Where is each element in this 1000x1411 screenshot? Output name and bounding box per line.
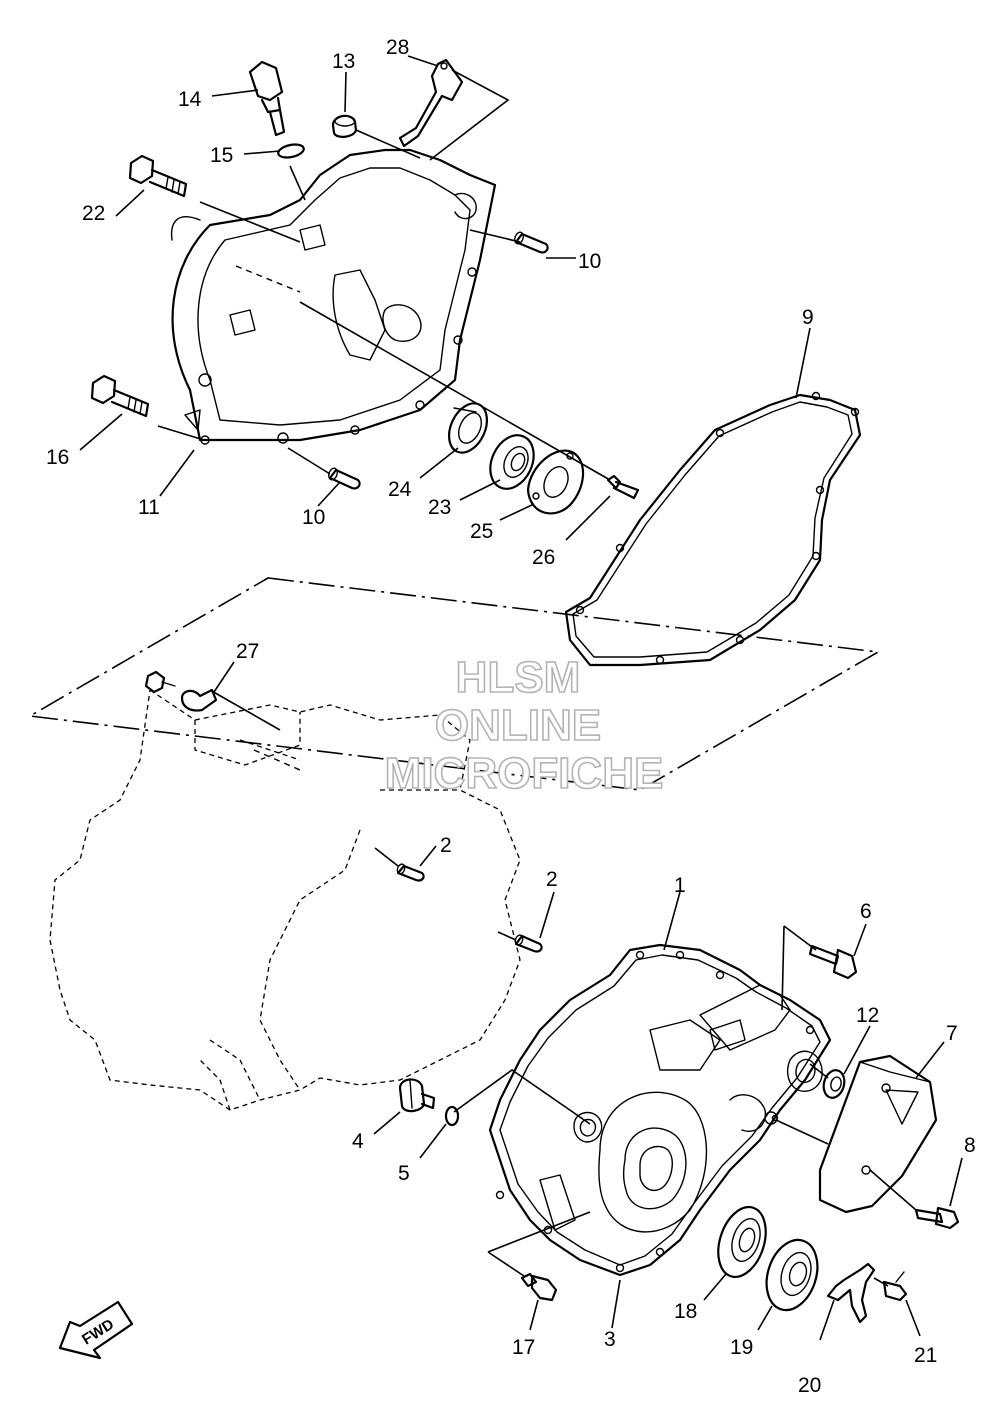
callout-leaders [79,55,963,1341]
callout-10-lower: 10 [302,506,325,529]
retaining-plate [826,1262,876,1324]
watermark-line-2: ONLINE [435,701,601,750]
callout-17: 17 [512,1336,535,1359]
crankcase-cover-left [170,148,497,445]
fwd-label: FWD [79,1316,117,1349]
callout-2-b: 2 [546,868,558,891]
drain-plug [398,1078,436,1113]
callout-8: 8 [964,1134,976,1157]
callout-23: 23 [428,496,451,519]
callout-9: 9 [802,306,814,329]
callout-27: 27 [236,640,259,663]
callout-10-upper: 10 [578,250,601,273]
flange-bolt [808,944,858,980]
callout-3: 3 [604,1328,616,1351]
oil-filler-plug [248,60,286,137]
plate-screw [882,1271,908,1302]
o-ring [277,143,305,159]
callout-6: 6 [860,900,872,923]
callout-2-a: 2 [440,834,452,857]
callout-22: 22 [82,202,105,225]
dowel-pin-crankcase-2 [514,934,543,953]
oil-seal [447,402,489,454]
bolt-long-upper [128,154,188,198]
callout-7: 7 [946,1022,958,1045]
callout-13: 13 [332,50,355,73]
callout-15: 15 [210,144,233,167]
protector-cover [818,1054,938,1214]
callout-numbers: 28 13 14 15 22 10 9 16 24 11 23 10 25 26… [46,36,976,1397]
forward-direction-badge: FWD [58,1300,134,1360]
watermark-line-3: MICROFICHE [385,749,664,798]
watermark-line-1: HLSM [456,653,581,702]
crank-bearing [717,1205,767,1279]
callout-24: 24 [388,478,412,501]
cover-gasket [564,391,862,667]
ball-bearing [489,434,535,490]
callout-20: 20 [798,1374,821,1397]
callout-5: 5 [398,1162,410,1185]
shift-shaft-seal [822,1069,846,1099]
bearing-retainer-plate [526,449,585,515]
watermark: HLSM ONLINE MICROFICHE [384,652,664,799]
callout-28: 28 [386,36,409,59]
callout-25: 25 [470,520,493,543]
assembly-lines [157,69,917,1287]
engine-crankcase-outline [49,688,521,1111]
callout-11: 11 [138,496,160,519]
dowel-pin-upper [514,231,549,254]
dowel-pin-lower [328,467,361,490]
callout-16: 16 [46,446,69,469]
callout-26: 26 [532,546,555,569]
hose-clamp [144,670,218,712]
crankcase-cover-right [488,943,832,1277]
callout-14: 14 [178,88,202,111]
forward-arrow-icon [58,1300,134,1360]
cover-screw [914,1206,960,1230]
guide-bracket [398,58,464,148]
retainer-screw [606,474,640,500]
crank-oil-seal [765,1238,819,1312]
callout-12: 12 [856,1004,879,1027]
callout-19: 19 [730,1336,753,1359]
callout-18: 18 [674,1300,697,1323]
bolt-long-lower [90,374,150,418]
callout-1: 1 [674,874,686,897]
grommet [331,114,358,138]
dowel-pin-crankcase-1 [396,863,425,882]
cover-bolt [520,1272,558,1302]
plug-o-ring [444,1105,460,1127]
callout-4: 4 [352,1130,364,1153]
callout-21: 21 [914,1344,937,1367]
